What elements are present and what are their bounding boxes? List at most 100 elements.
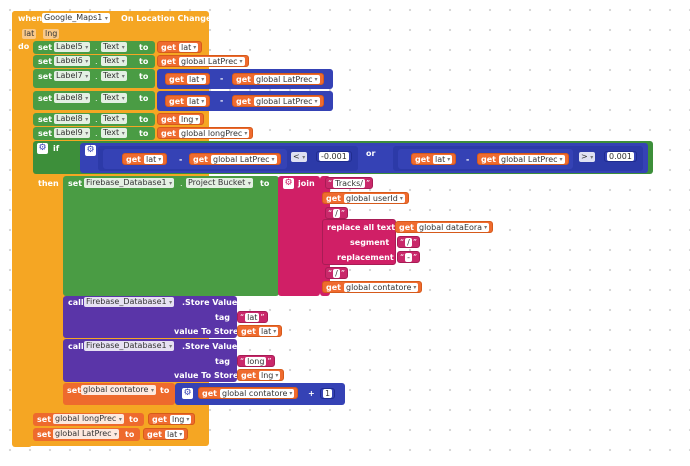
compare-op-dropdown[interactable]: < ▾ <box>291 152 308 162</box>
text-block[interactable]: “long” <box>237 355 275 367</box>
var-dropdown[interactable]: global LatPrec▾ <box>253 74 320 84</box>
gear-icon[interactable]: ⚙ <box>182 388 193 399</box>
property-dropdown[interactable]: Text ▾ <box>101 114 127 124</box>
value-to-store-keyword: value To Store <box>174 371 239 380</box>
minus-operator: - <box>179 155 183 164</box>
property-dropdown[interactable]: Text ▾ <box>101 128 127 138</box>
replace-all-block[interactable] <box>322 219 396 265</box>
segment-keyword: segment <box>350 238 390 247</box>
component-dropdown[interactable]: Google_Maps1 ▾ <box>42 13 110 23</box>
label-dropdown[interactable]: Label6 ▾ <box>54 56 91 66</box>
var-dropdown[interactable]: lat▾ <box>258 326 279 336</box>
component-dropdown[interactable]: Firebase_Database1 ▾ <box>84 178 175 188</box>
var-dropdown[interactable]: lng▾ <box>178 114 201 124</box>
gear-icon[interactable]: ⚙ <box>85 145 96 156</box>
var-dropdown[interactable]: global contatore ▾ <box>81 385 156 395</box>
var-dropdown[interactable]: global longPrec▾ <box>178 128 250 138</box>
var-dropdown[interactable]: lat▾ <box>164 429 185 439</box>
var-name: lng <box>171 414 185 424</box>
set-project-bucket[interactable] <box>63 176 279 296</box>
param-lat[interactable]: lat <box>22 29 37 39</box>
label-dropdown[interactable]: Label8 ▾ <box>54 114 91 124</box>
number-block[interactable]: 1 <box>320 388 336 399</box>
var-dropdown[interactable]: global LatPrec▾ <box>178 56 245 66</box>
var-dropdown[interactable]: lat▾ <box>186 96 207 106</box>
text-block[interactable]: “/” <box>325 267 349 279</box>
property-dropdown[interactable]: Text ▾ <box>101 93 127 103</box>
var-name: global LatPrec <box>255 96 313 106</box>
var-dropdown[interactable]: global longPrec ▾ <box>53 414 124 424</box>
label-dropdown[interactable]: Label9 ▾ <box>54 128 91 138</box>
number-block[interactable]: -0.001 <box>316 151 352 162</box>
set-keyword: set <box>37 415 52 424</box>
var-dropdown[interactable]: global LatPrec▾ <box>210 154 277 164</box>
get-keyword: get <box>126 154 141 164</box>
var-dropdown[interactable]: global LatPrec▾ <box>253 96 320 106</box>
number-block[interactable]: 0.001 <box>604 151 637 162</box>
text-block[interactable]: “lat” <box>237 311 268 323</box>
var-dropdown[interactable]: lat▾ <box>186 74 207 84</box>
dot: . <box>95 115 98 124</box>
compare-op-dropdown[interactable]: > ▾ <box>579 152 596 162</box>
var-name: lat <box>180 42 192 52</box>
property-dropdown[interactable]: Text ▾ <box>101 71 127 81</box>
var-dropdown[interactable]: global contatore▾ <box>343 282 419 292</box>
text-block[interactable]: “/” <box>397 236 421 248</box>
var-dropdown[interactable]: lng▾ <box>258 370 281 380</box>
set-keyword: set <box>38 43 53 52</box>
var-dropdown[interactable]: lat▾ <box>143 154 164 164</box>
property-dropdown[interactable]: Text ▾ <box>101 56 127 66</box>
label-name: Label7 <box>56 71 83 80</box>
gear-icon[interactable]: ⚙ <box>37 143 48 154</box>
text-block[interactable]: “/” <box>325 207 349 219</box>
component-dropdown[interactable]: Firebase_Database1 ▾ <box>84 341 175 351</box>
var-dropdown[interactable]: global dataEora▾ <box>416 222 490 232</box>
component-name: Google_Maps1 <box>44 13 103 22</box>
var-dropdown[interactable]: global LatPrec ▾ <box>53 429 120 439</box>
var-dropdown[interactable]: lat▾ <box>178 42 199 52</box>
var-dropdown[interactable]: lng▾ <box>169 414 192 424</box>
to-keyword: to <box>139 57 149 66</box>
to-keyword: to <box>139 43 149 52</box>
property-dropdown[interactable]: Project Bucket ▾ <box>186 178 253 188</box>
gear-icon[interactable]: ⚙ <box>283 178 294 189</box>
get-keyword: get <box>399 222 414 232</box>
var-dropdown[interactable]: lat▾ <box>432 154 453 164</box>
component-dropdown[interactable]: Firebase_Database1 ▾ <box>84 297 175 307</box>
property-dropdown[interactable]: Text ▾ <box>101 42 127 52</box>
label-dropdown[interactable]: Label8 ▾ <box>54 93 91 103</box>
text-block[interactable]: “-” <box>397 251 421 263</box>
join-block[interactable] <box>278 176 320 296</box>
label-dropdown[interactable]: Label5 ▾ <box>54 42 91 52</box>
label-dropdown[interactable]: Label7 ▾ <box>54 71 91 81</box>
var-dropdown[interactable]: global contatore▾ <box>219 388 295 398</box>
set-keyword: set <box>67 386 82 395</box>
get-keyword: get <box>202 388 217 398</box>
if-block[interactable] <box>33 141 63 411</box>
param-lng[interactable]: lng <box>43 29 60 39</box>
var-dropdown[interactable]: global LatPrec▾ <box>498 154 565 164</box>
to-keyword: to <box>139 72 149 81</box>
text-block[interactable]: “Tracks/” <box>325 177 374 189</box>
var-dropdown[interactable]: global userId▾ <box>343 193 405 203</box>
